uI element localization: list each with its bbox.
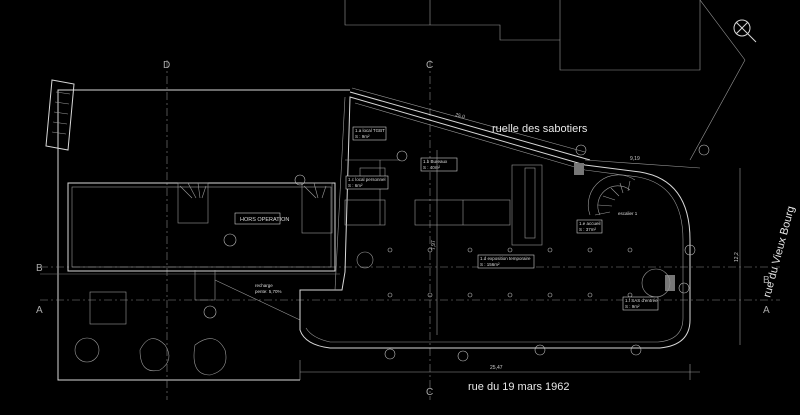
neighbour-parcels: [57, 0, 701, 381]
svg-text:S : 6m²: S : 6m²: [348, 183, 363, 188]
axis-label-d-top: D: [163, 60, 170, 71]
svg-text:1.b Bureaux: 1.b Bureaux: [423, 159, 448, 164]
grid-lines: [40, 60, 780, 400]
dimension-corner: 9,19: [630, 156, 640, 162]
dimension-east: 12,2: [734, 252, 740, 262]
axis-label-b-left: B: [36, 263, 43, 274]
axis-label-c-top: C: [426, 60, 433, 71]
hors-operation-box: [234, 212, 281, 225]
svg-text:1.d exposition temporaire: 1.d exposition temporaire: [480, 256, 531, 261]
svg-text:1.c local personnel: 1.c local personnel: [348, 177, 386, 182]
dimension-north: 25,0: [454, 112, 465, 120]
dimension-south: 25,47: [490, 365, 503, 371]
dimension-center: 7,97: [431, 240, 437, 250]
north-arrow-icon: [733, 19, 757, 43]
svg-text:S : 37m²: S : 37m²: [579, 227, 597, 232]
svg-text:1.e accueil: 1.e accueil: [579, 221, 601, 226]
axis-label-c-bottom: C: [426, 387, 433, 398]
axis-label-a-left: A: [36, 305, 43, 316]
svg-text:S : 40m²: S : 40m²: [423, 165, 441, 170]
door-entrance-north: [574, 163, 584, 175]
axis-label-b-right: B: [763, 275, 770, 286]
new-building: [203, 91, 710, 362]
dimension-lines: [299, 0, 746, 380]
svg-text:S : 9m²: S : 9m²: [355, 134, 370, 139]
street-name-rue-du-19-mars-1962: rue du 19 mars 1962: [468, 381, 570, 393]
room-label-local-personnel: 1.c local personnel S : 6m²: [345, 175, 389, 190]
svg-text:1.a local TGBT: 1.a local TGBT: [355, 128, 385, 133]
room-label-exposition: 1.d exposition temporaire S : 156m²: [477, 254, 535, 269]
room-label-sas-entree: 1.f SAS d'entrée S : 9m²: [622, 296, 659, 311]
svg-text:1.f SAS d'entrée: 1.f SAS d'entrée: [625, 298, 658, 303]
stair-label: escalier 1: [618, 211, 638, 216]
svg-text:S : 9m²: S : 9m²: [625, 304, 640, 309]
ramp-slope-label: pente: 5,70%: [255, 289, 282, 294]
axis-label-a-right: A: [763, 305, 770, 316]
room-label-bureaux: 1.b Bureaux S : 40m²: [420, 157, 458, 172]
room-label-accueil: 1.e accueil S : 37m²: [576, 219, 603, 234]
hors-operation-label: HORS OPERATION: [240, 217, 289, 223]
existing-building: [45, 79, 336, 376]
street-name-rue-du-vieux-bourg: rue du Vieux Bourg: [761, 205, 797, 299]
room-label-tgbt: 1.a local TGBT S : 9m²: [352, 126, 387, 141]
svg-text:S : 156m²: S : 156m²: [480, 262, 500, 267]
ramp-label: recharge: [255, 283, 273, 288]
street-name-ruelle-des-sabotiers: ruelle des sabotiers: [492, 123, 588, 135]
